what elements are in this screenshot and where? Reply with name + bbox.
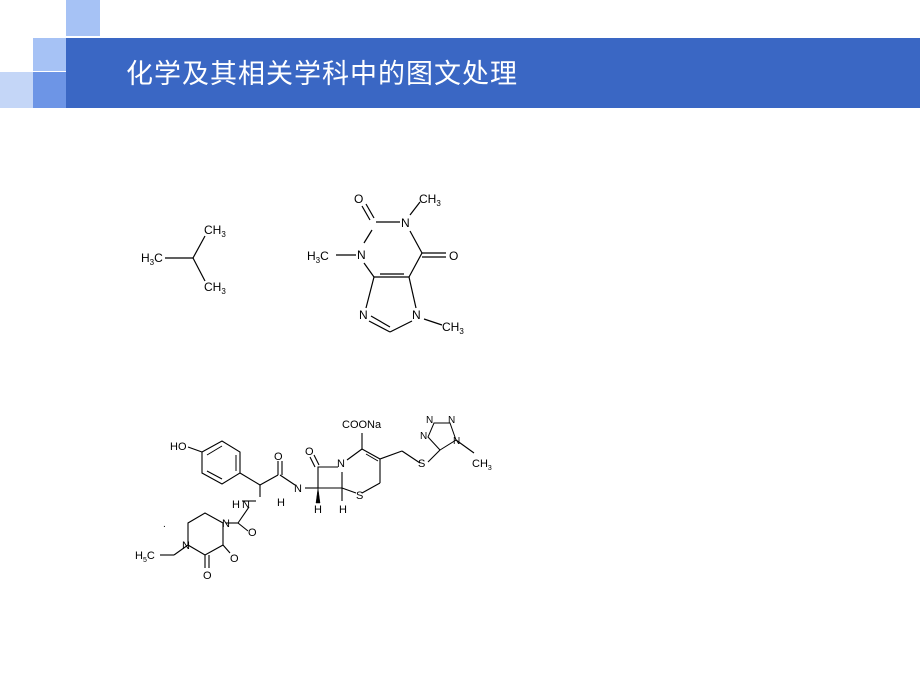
- cef-o-carbonyl: O: [248, 527, 257, 539]
- cef-s-thio: S: [418, 458, 425, 470]
- caffeine-n3: N: [357, 248, 366, 262]
- cefoperazone-structure: HO O N H N H O N O O N H5C . O N H H S C…: [135, 415, 492, 582]
- cef-h-beta: H: [339, 504, 347, 516]
- caffeine-ch3-n1: CH3: [419, 192, 441, 208]
- isobutane-h3c-label: H3C: [141, 251, 163, 267]
- cef-o-pip1: O: [230, 553, 239, 565]
- title-bar: [66, 38, 920, 108]
- cef-nh-mid-n: N: [242, 499, 250, 511]
- caffeine-structure: O N CH3 N H3C O N N CH3: [307, 192, 464, 336]
- caffeine-o-top: O: [354, 192, 363, 206]
- caffeine-n1: N: [401, 216, 410, 230]
- cef-n-tet3: N: [448, 415, 455, 426]
- cef-n-tet4: N: [453, 436, 460, 447]
- decor-square-mid: [0, 72, 33, 108]
- cef-ho: HO: [170, 441, 187, 453]
- isobutane-structure: H3C CH3 CH3: [141, 223, 226, 296]
- decor-square-light-top: [66, 0, 100, 36]
- caffeine-h3c: H3C: [307, 249, 329, 265]
- caffeine-n-imidazole: N: [359, 308, 368, 322]
- cef-n-tet1: N: [420, 431, 427, 442]
- cef-h-alpha: H: [314, 504, 322, 516]
- caffeine-n-methyl: N: [412, 308, 421, 322]
- slide-title: 化学及其相关学科中的图文处理: [126, 59, 518, 90]
- decor-square-blue: [33, 72, 66, 108]
- caffeine-o-right: O: [449, 249, 458, 263]
- cef-o-lactam: O: [305, 446, 314, 458]
- cef-coona: COONa: [342, 419, 382, 431]
- cef-stray-dot: .: [163, 519, 166, 530]
- cef-nh-mid-h: H: [232, 499, 240, 511]
- cef-nh-top-h: H: [277, 497, 285, 509]
- isobutane-ch3-bottom-label: CH3: [204, 280, 226, 296]
- cef-n-lactam: N: [337, 458, 345, 470]
- cef-n-piperazine: N: [222, 518, 230, 530]
- cef-o-amide: O: [274, 451, 283, 463]
- caffeine-ch3-n7: CH3: [442, 320, 464, 336]
- cef-nh-top-n: N: [294, 483, 302, 495]
- cef-n-tet2: N: [426, 415, 433, 426]
- cef-o-pip2: O: [203, 570, 212, 582]
- isobutane-ch3-top-label: CH3: [204, 223, 226, 239]
- cef-h5c2: H5C: [135, 550, 155, 564]
- cef-s-ring: S: [356, 490, 363, 502]
- cef-ch3-tetrazole: CH3: [472, 458, 492, 472]
- decor-square-light-mid: [33, 38, 66, 71]
- cef-n-ethyl: N: [182, 540, 190, 552]
